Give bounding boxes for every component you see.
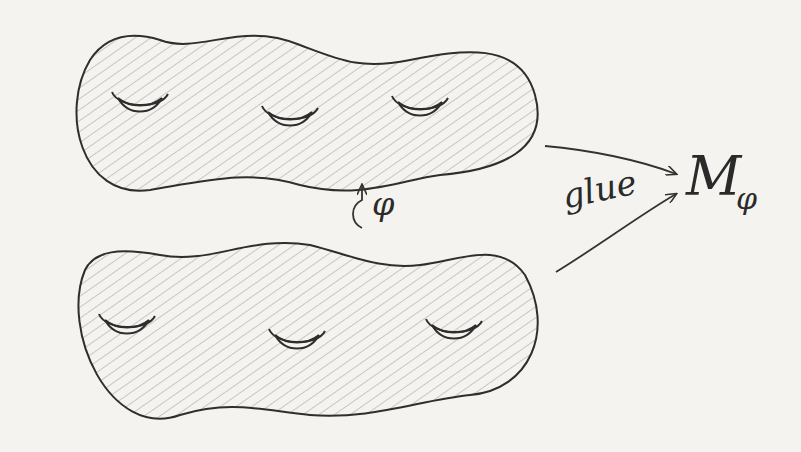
bottom-surface [78, 243, 537, 419]
glue-label: glue [559, 165, 639, 214]
manifold-symbol: M [686, 150, 741, 204]
top-surface [77, 36, 538, 191]
map-symbol: φ [372, 188, 394, 220]
phi-arrow [353, 185, 362, 228]
subscript-symbol: φ [736, 184, 757, 214]
